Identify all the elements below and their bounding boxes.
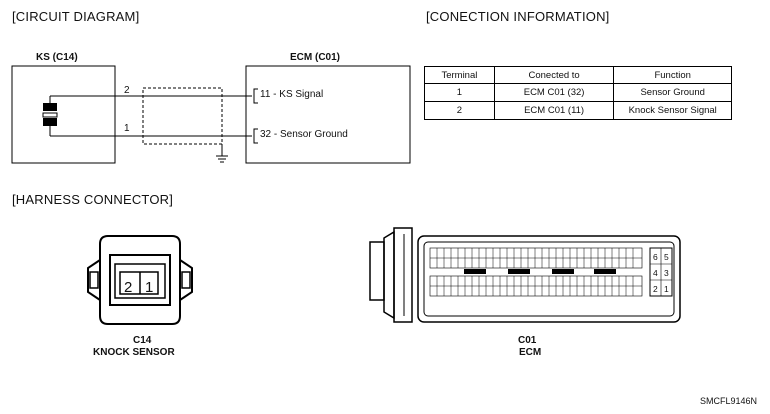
- c14-connector-code: C14: [133, 335, 152, 346]
- table-cell: ECM C01 (11): [493, 101, 615, 120]
- table-row: 1 ECM C01 (32) Sensor Ground: [424, 83, 732, 102]
- ecm-pin11-label: 11 - KS Signal: [260, 89, 324, 100]
- table-header: Terminal: [424, 66, 495, 84]
- c01-side-pin: 5: [664, 252, 669, 262]
- c14-connector-drawing: [87, 235, 193, 325]
- c01-side-pin: 1: [664, 284, 669, 294]
- wire-pin2-label: 2: [124, 85, 130, 96]
- table-header: Function: [613, 66, 732, 84]
- c01-connector-drawing: [369, 227, 681, 323]
- figure-code: SMCFL9146N: [700, 396, 758, 406]
- table-header: Conected to: [493, 66, 615, 84]
- ground-icon: [216, 144, 228, 163]
- knock-sensor-box: [11, 65, 116, 164]
- table-cell: Knock Sensor Signal: [613, 101, 732, 120]
- c01-side-pin: 4: [653, 268, 658, 278]
- shield-box: [142, 87, 223, 145]
- circuit-diagram-heading: [CIRCUIT DIAGRAM]: [12, 9, 140, 24]
- ecm-component-label: ECM (C01): [290, 52, 341, 63]
- connection-info-heading: [CONECTION INFORMATION]: [426, 9, 610, 24]
- c14-pin-2: 2: [124, 279, 133, 296]
- ks-component-label: KS (C14): [36, 52, 78, 63]
- c14-pin-1: 1: [145, 279, 154, 296]
- c01-connector-code: C01: [518, 335, 537, 346]
- ecm-box: [245, 65, 411, 164]
- ecm-pin32-label: 32 - Sensor Ground: [260, 129, 348, 140]
- c01-side-pin: 6: [653, 252, 658, 262]
- knock-sensor-icon: [42, 96, 58, 136]
- c14-connector-name: KNOCK SENSOR: [93, 347, 175, 358]
- table-cell: 2: [424, 101, 495, 120]
- table-row: 2 ECM C01 (11) Knock Sensor Signal: [424, 101, 732, 120]
- table-cell: ECM C01 (32): [493, 83, 615, 102]
- table-header-row: Terminal Conected to Function: [424, 66, 732, 84]
- connection-table: Terminal Conected to Function 1 ECM C01 …: [424, 66, 732, 120]
- wire-pin1-label: 1: [124, 123, 130, 134]
- table-cell: 1: [424, 83, 495, 102]
- c01-side-pin: 3: [664, 268, 669, 278]
- table-cell: Sensor Ground: [613, 83, 732, 102]
- c01-side-pin: 2: [653, 284, 658, 294]
- c01-connector-name: ECM: [519, 347, 542, 358]
- harness-connector-heading: [HARNESS CONNECTOR]: [12, 192, 174, 207]
